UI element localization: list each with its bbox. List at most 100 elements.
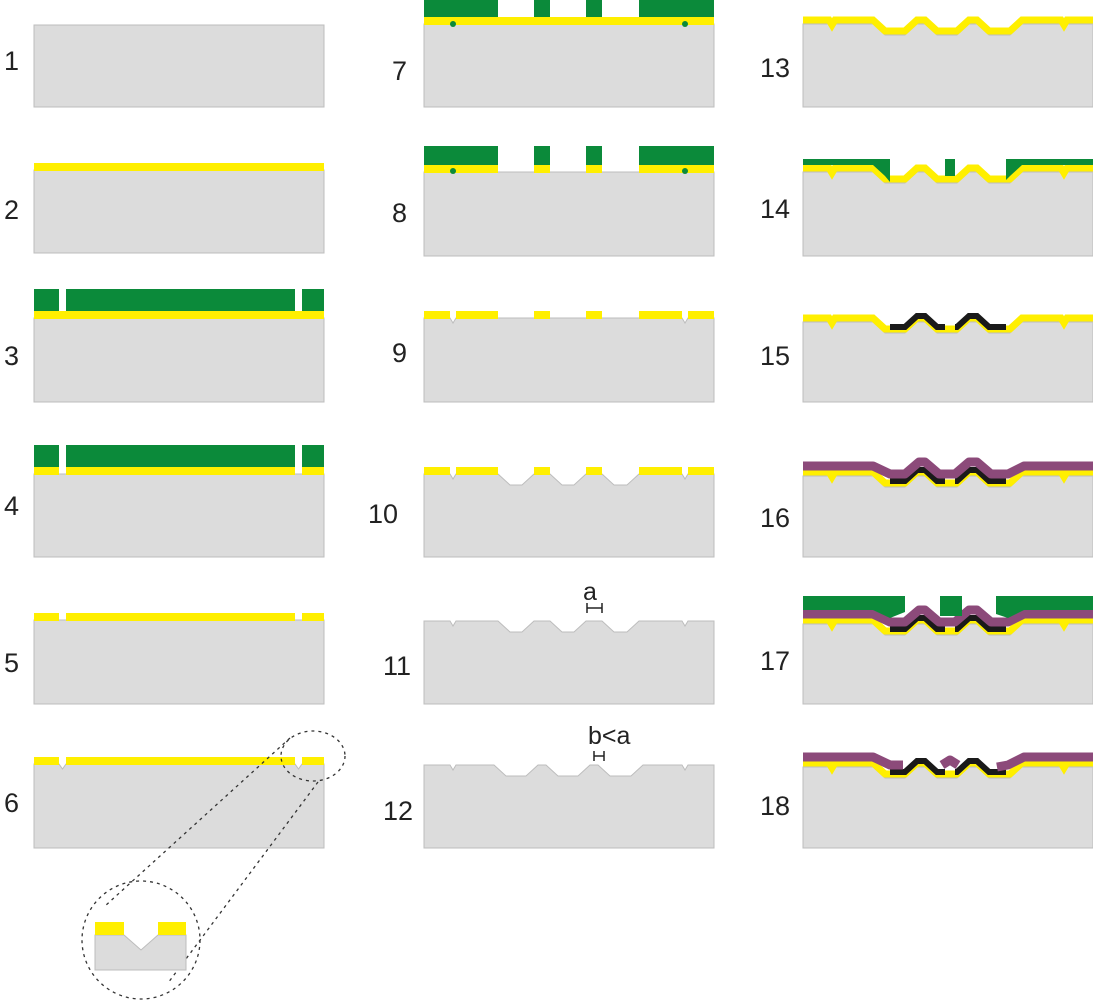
substrate xyxy=(802,766,1093,849)
step-13: 13 xyxy=(760,16,1093,108)
gold-layer xyxy=(586,311,602,319)
gold-layer xyxy=(639,165,714,173)
purple-layer xyxy=(996,752,1093,772)
step-number-12: 12 xyxy=(383,796,413,826)
photoresist-block xyxy=(66,445,295,467)
gold-layer xyxy=(534,311,550,319)
photoresist-block xyxy=(534,0,550,17)
gold-coating xyxy=(803,314,1093,333)
gold-layer xyxy=(639,467,682,475)
gold-layer xyxy=(66,757,295,765)
substrate xyxy=(423,317,715,403)
step-number-13: 13 xyxy=(760,53,790,83)
step-number-15: 15 xyxy=(760,341,790,371)
black-layer xyxy=(954,467,1006,484)
black-layer xyxy=(954,758,1006,775)
purple-layer xyxy=(803,457,1093,479)
purple-layer xyxy=(939,755,961,769)
gold-layer xyxy=(424,165,498,173)
step-number-4: 4 xyxy=(4,491,19,521)
substrate xyxy=(33,473,325,558)
step-16: 16 xyxy=(760,457,1093,558)
gold-layer xyxy=(302,757,324,765)
step-number-18: 18 xyxy=(760,791,790,821)
substrate xyxy=(802,321,1093,403)
zoom-gold-layer xyxy=(158,922,186,935)
step-17: 17 xyxy=(760,596,1093,705)
substrate xyxy=(33,169,325,254)
step-number-14: 14 xyxy=(760,194,790,224)
gold-layer xyxy=(424,17,714,25)
step-18: 18 xyxy=(760,752,1093,849)
black-layer xyxy=(890,758,945,775)
photoresist-block xyxy=(34,289,59,311)
gold-layer xyxy=(66,467,295,475)
substrate xyxy=(423,473,715,558)
substrate xyxy=(33,317,325,403)
photoresist-block xyxy=(940,596,962,616)
step-number-1: 1 xyxy=(4,46,19,76)
photoresist-block xyxy=(424,146,498,165)
zoom-detail-circle xyxy=(81,880,201,1000)
gold-layer xyxy=(34,163,324,171)
gold-coating xyxy=(803,468,1093,487)
photoresist-plug xyxy=(682,168,688,174)
gold-layer xyxy=(302,467,324,475)
step-3: 3 xyxy=(4,289,325,403)
substrate xyxy=(423,171,715,257)
gold-layer xyxy=(639,311,682,319)
step-8: 8 xyxy=(392,146,715,257)
substrate xyxy=(423,764,715,849)
gold-coating xyxy=(803,759,1093,778)
substrate xyxy=(423,620,715,705)
substrate xyxy=(802,475,1093,558)
step-4: 4 xyxy=(4,445,325,558)
substrate xyxy=(802,623,1093,705)
step-6: 6 xyxy=(4,730,346,1000)
dimension-label-b-lt-a: b<a xyxy=(588,722,631,750)
step-number-10: 10 xyxy=(368,499,398,529)
substrate xyxy=(802,171,1093,257)
photoresist-block xyxy=(996,596,1093,618)
gold-layer xyxy=(424,311,450,319)
black-layer xyxy=(890,313,945,330)
gold-layer xyxy=(534,467,550,475)
gold-coating xyxy=(803,164,1093,183)
photoresist-block xyxy=(803,596,905,618)
gold-layer xyxy=(34,311,324,319)
gold-coating xyxy=(803,16,1093,35)
gold-layer xyxy=(424,467,450,475)
step-14: 14 xyxy=(760,159,1093,257)
photoresist-plug xyxy=(450,21,456,27)
gold-layer xyxy=(66,613,295,621)
photoresist-block xyxy=(945,159,955,176)
step-15: 15 xyxy=(760,313,1093,403)
photoresist-block xyxy=(803,159,890,182)
step-number-5: 5 xyxy=(4,648,19,678)
gold-layer xyxy=(456,311,498,319)
step-1: 1 xyxy=(4,24,325,108)
black-layer xyxy=(890,615,945,632)
gold-layer xyxy=(688,311,714,319)
photoresist-block xyxy=(66,289,295,311)
substrate xyxy=(802,23,1093,108)
step-number-2: 2 xyxy=(4,195,19,225)
photoresist-block xyxy=(586,0,602,17)
step-7: 7 xyxy=(392,0,715,108)
photoresist-block xyxy=(424,0,498,17)
photoresist-plug xyxy=(682,21,688,27)
gold-layer xyxy=(456,467,498,475)
photoresist-block xyxy=(34,445,59,467)
zoom-source-circle xyxy=(280,730,346,782)
step-number-6: 6 xyxy=(4,788,19,818)
black-layer xyxy=(954,313,1006,330)
step-number-9: 9 xyxy=(392,338,407,368)
step-12: b<a 12 xyxy=(383,722,715,849)
step-number-8: 8 xyxy=(392,198,407,228)
photoresist-block xyxy=(639,0,714,17)
gold-layer xyxy=(586,165,602,173)
gold-layer xyxy=(534,165,550,173)
dimension-label-a: a xyxy=(583,578,597,606)
gold-layer xyxy=(302,613,324,621)
